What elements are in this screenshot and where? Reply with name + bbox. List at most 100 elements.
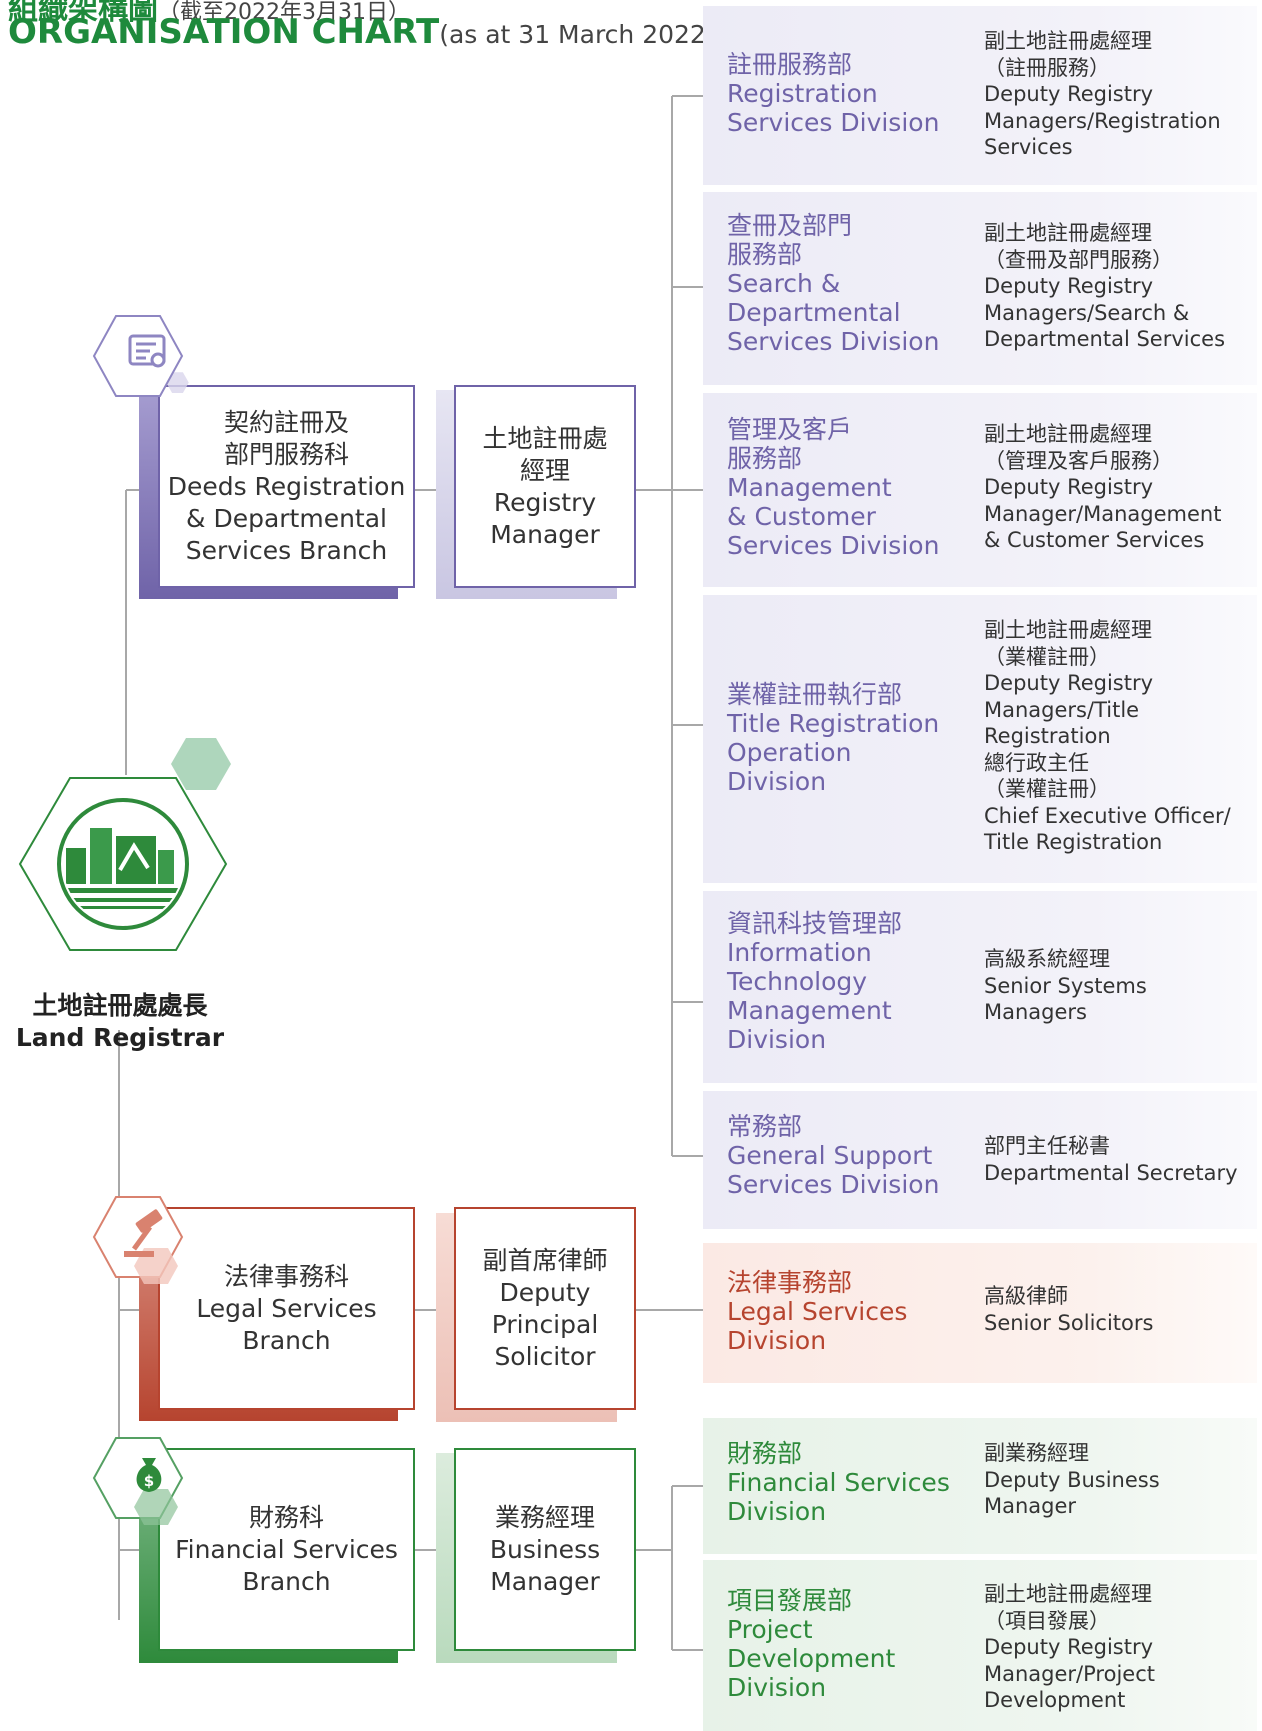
division-staff: 副土地註冊處經理 （管理及客戶服務） Deputy Registry Manag… [984, 421, 1221, 554]
staff-line: Managers/Title [984, 697, 1140, 722]
manager-label-line: 業務經理 [494, 1502, 595, 1532]
division-name-line: Financial Services [727, 1468, 950, 1497]
staff-line: 總行政主任 [984, 750, 1089, 775]
manager-label-line: Solicitor [494, 1341, 596, 1371]
staff-line: Senior Solicitors [984, 1310, 1154, 1335]
division-name: 法律事務部 Legal Services Division [727, 1268, 907, 1355]
branch-label-line: 財務科 [248, 1502, 324, 1532]
staff-line: 副土地註冊處經理 [984, 221, 1152, 245]
division-name-line: & Customer [727, 502, 876, 531]
branch-label-line: Financial Services [175, 1534, 398, 1564]
staff-line: 高級系統經理 [984, 947, 1110, 971]
division-financial-services: 財務部 Financial Services Division 副業務經理 De… [703, 1418, 1257, 1554]
division-name-line: 業權註冊執行部 [727, 680, 903, 709]
staff-line: Deputy Registry [984, 671, 1154, 695]
division-name-line: 服務部 [727, 444, 803, 473]
division-name: 項目發展部 Project Development Division [727, 1586, 895, 1702]
division-name-line: 查冊及部門 [727, 211, 853, 240]
division-staff: 副土地註冊處經理 （註冊服務） Deputy Registry Managers… [984, 28, 1221, 161]
division-staff: 部門主任秘書 Departmental Secretary [984, 1133, 1238, 1186]
manager-label-line: Deputy [499, 1277, 591, 1307]
division-name-line: Management [727, 996, 892, 1025]
division-legal-services: 法律事務部 Legal Services Division 高級律師 Senio… [703, 1243, 1257, 1383]
land-registrar-logo [18, 738, 231, 951]
division-name-line: Departmental [727, 298, 901, 327]
manager-label-line: 副首席律師 [482, 1245, 608, 1275]
branch-label-line: 法律事務科 [223, 1261, 349, 1291]
chart-title-en-text: ORGANISATION CHART [8, 12, 440, 52]
division-project-development: 項目發展部 Project Development Division 副土地註冊… [703, 1560, 1257, 1731]
staff-line: Deputy Registry [984, 475, 1154, 499]
division-title-registration-operation: 業權註冊執行部 Title Registration Operation Div… [703, 595, 1257, 883]
money-bag-icon: $ [92, 1437, 184, 1525]
branch-label-line: Branch [242, 1325, 331, 1355]
division-name-line: Services Division [727, 327, 940, 356]
legal-services-branch-box: 法律事務科 Legal Services Branch [158, 1207, 415, 1410]
division-name-line: Legal Services [727, 1297, 908, 1326]
manager-label-line: Manager [490, 519, 600, 549]
division-name: 註冊服務部 Registration Services Division [727, 50, 939, 137]
division-staff: 副土地註冊處經理 （查冊及部門服務） Deputy Registry Manag… [984, 220, 1225, 353]
division-staff: 高級律師 Senior Solicitors [984, 1283, 1153, 1336]
deputy-principal-solicitor-box: 副首席律師 Deputy Principal Solicitor [454, 1207, 636, 1410]
division-management-customer-services: 管理及客戶 服務部 Management & Customer Services… [703, 393, 1257, 587]
division-name-line: Services Division [727, 108, 940, 137]
division-name-line: 管理及客戶 [727, 415, 853, 444]
staff-line: Chief Executive Officer/ [984, 803, 1231, 828]
land-registrar-zh: 土地註冊處處長 [32, 991, 208, 1020]
division-name-line: Services Division [727, 531, 940, 560]
division-name-line: Division [727, 1673, 827, 1702]
staff-line: （項目發展） [984, 1608, 1110, 1633]
staff-line: Deputy Business [984, 1467, 1160, 1492]
division-name-line: 資訊科技管理部 [727, 909, 903, 938]
division-name-line: Technology [727, 967, 868, 996]
division-name: 財務部 Financial Services Division [727, 1439, 950, 1526]
manager-label-line: Registry [493, 487, 597, 517]
financial-services-branch-box: 財務科 Financial Services Branch [158, 1448, 415, 1651]
division-registration-services: 註冊服務部 Registration Services Division 副土地… [703, 6, 1257, 185]
staff-line: 副土地註冊處經理 [984, 1582, 1152, 1606]
staff-line: Title Registration [984, 830, 1163, 854]
division-name-line: Operation [727, 738, 852, 767]
branch-label-line: Legal Services [196, 1293, 377, 1323]
chart-date-zh: （截至2022年3月31日） [158, 0, 410, 25]
staff-line: 副土地註冊處經理 [984, 618, 1152, 642]
branch-label-line: 部門服務科 [223, 439, 349, 469]
land-registrar-label: 土地註冊處處長 Land Registrar [0, 990, 240, 1054]
division-name-line: Management [727, 473, 892, 502]
staff-line: Development [984, 1688, 1126, 1712]
division-name-line: Registration [727, 79, 878, 108]
division-staff: 副業務經理 Deputy Business Manager [984, 1440, 1160, 1520]
division-name-line: Information [727, 938, 872, 967]
certificate-icon [92, 315, 189, 397]
manager-label-line: Business [489, 1534, 601, 1564]
staff-line: Managers/Registration [984, 108, 1221, 133]
division-name-line: Search & [727, 269, 841, 298]
chart-date-en: (as at 31 March 2022) [439, 20, 716, 49]
chart-title-en: ORGANISATION CHART(as at 31 March 2022) [8, 12, 716, 52]
business-manager-box: 業務經理 Business Manager [454, 1448, 636, 1651]
chart-title-zh: 組織架構圖（截至2022年3月31日） [8, 0, 410, 28]
staff-line: & Customer Services [984, 528, 1205, 552]
staff-line: Managers/Search & [984, 300, 1190, 325]
division-staff: 副土地註冊處經理 （業權註冊） Deputy Registry Managers… [984, 617, 1231, 856]
division-name-line: 法律事務部 [727, 1268, 853, 1297]
staff-line: 副土地註冊處經理 [984, 422, 1152, 446]
staff-line: 高級律師 [984, 1284, 1068, 1308]
manager-label-line: 土地註冊處 [482, 423, 608, 453]
staff-line: Managers [984, 1000, 1087, 1024]
division-name-line: Division [727, 1326, 827, 1355]
division-name-line: General Support [727, 1141, 933, 1170]
division-name-line: 服務部 [727, 240, 803, 269]
staff-line: （管理及客戶服務） [984, 448, 1173, 473]
deeds-registration-branch-box: 契約註冊及 部門服務科 Deeds Registration & Departm… [158, 385, 415, 588]
division-name-line: 財務部 [727, 1439, 803, 1468]
branch-label-line: Services Branch [185, 535, 388, 565]
staff-line: 副土地註冊處經理 [984, 29, 1152, 53]
division-staff: 高級系統經理 Senior Systems Managers [984, 946, 1147, 1026]
staff-line: （查冊及部門服務） [984, 247, 1173, 272]
branch-label-line: 契約註冊及 [223, 407, 349, 437]
staff-line: Manager [984, 1494, 1077, 1518]
division-name-line: Division [727, 1025, 827, 1054]
